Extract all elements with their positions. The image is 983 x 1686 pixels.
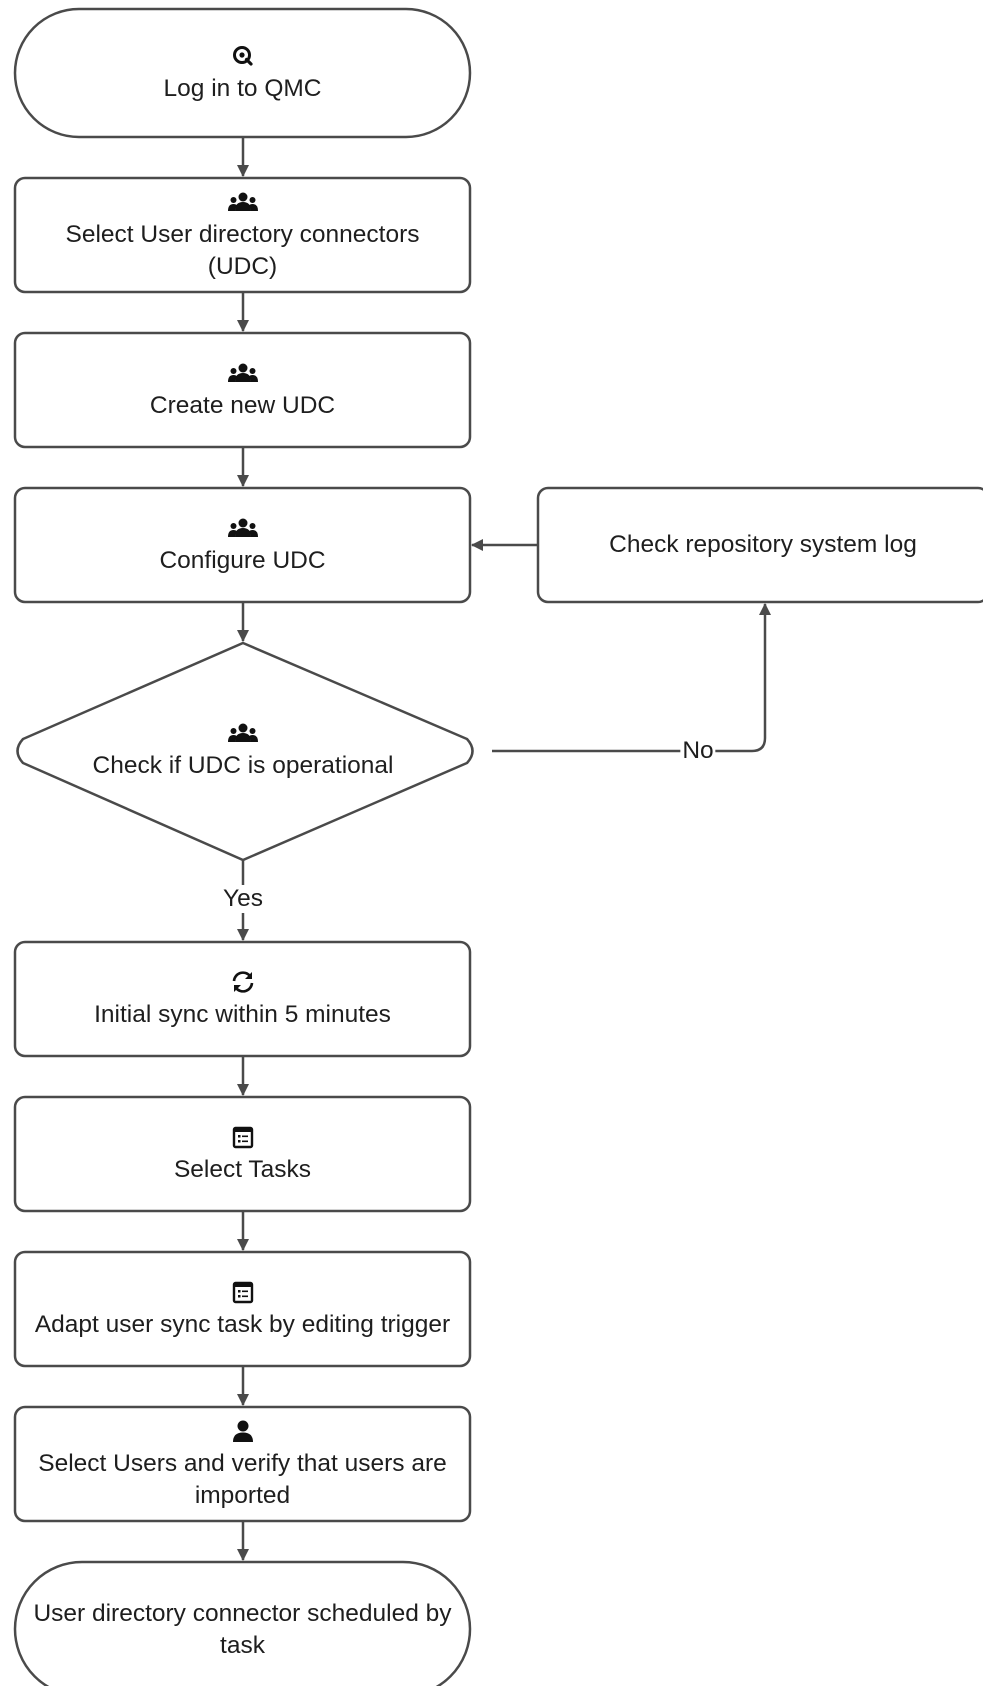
sync-icon <box>230 967 256 997</box>
users-icon <box>227 187 258 217</box>
users-icon <box>227 358 258 388</box>
node-label: Configure UDC <box>159 547 326 574</box>
node-label: Adapt user sync task by editing trigger <box>34 1311 451 1338</box>
node-login: Log in to QMC <box>15 9 470 137</box>
node-adapt-task: Adapt user sync task by editing trigger <box>15 1252 470 1366</box>
user-icon <box>232 1416 254 1446</box>
edge-no-to-log <box>492 603 771 753</box>
shape-end <box>13 1560 472 1686</box>
node-check-operational: Check if UDC is operational <box>60 700 426 800</box>
edge-label-yes: Yes <box>221 885 265 913</box>
tasks-icon <box>232 1277 254 1307</box>
node-label: User directory connector scheduled by ta… <box>33 1600 452 1659</box>
node-label: Select Tasks <box>173 1156 312 1183</box>
node-create-udc: Create new UDC <box>15 333 470 447</box>
node-label: Check repository system log <box>609 531 917 558</box>
qlik-q-icon <box>231 41 255 71</box>
tasks-icon <box>232 1122 254 1152</box>
node-select-tasks: Select Tasks <box>15 1097 470 1211</box>
node-label: Initial sync within 5 minutes <box>94 1001 391 1028</box>
node-label: Select User directory connectors (UDC) <box>65 221 420 280</box>
node-label: Log in to QMC <box>163 75 322 102</box>
node-select-udc: Select User directory connectors (UDC) <box>15 178 470 292</box>
node-label: Select Users and verify that users are i… <box>38 1450 447 1509</box>
node-check-log: Check repository system log <box>538 488 983 602</box>
edge-label-no: No <box>680 737 716 765</box>
users-icon <box>228 718 258 748</box>
users-icon <box>227 513 258 543</box>
node-initial-sync: Initial sync within 5 minutes <box>15 942 470 1056</box>
node-configure-udc: Configure UDC <box>15 488 470 602</box>
node-label: Create new UDC <box>149 392 336 419</box>
node-label: Check if UDC is operational <box>92 752 394 779</box>
node-verify-users: Select Users and verify that users are i… <box>15 1407 470 1521</box>
node-end: User directory connector scheduled by ta… <box>15 1562 470 1686</box>
